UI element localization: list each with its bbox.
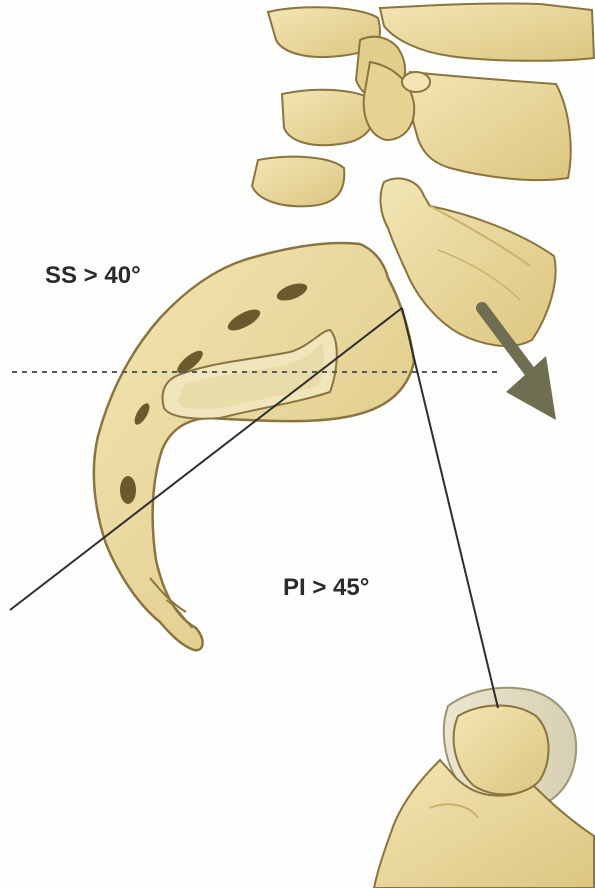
pelvic-incidence-line <box>402 308 498 708</box>
spinous-process <box>252 157 344 207</box>
pelvic-incidence-label: PI > 45° <box>283 574 369 602</box>
sacral-slope-label: SS > 40° <box>45 262 141 290</box>
femur <box>374 688 594 888</box>
